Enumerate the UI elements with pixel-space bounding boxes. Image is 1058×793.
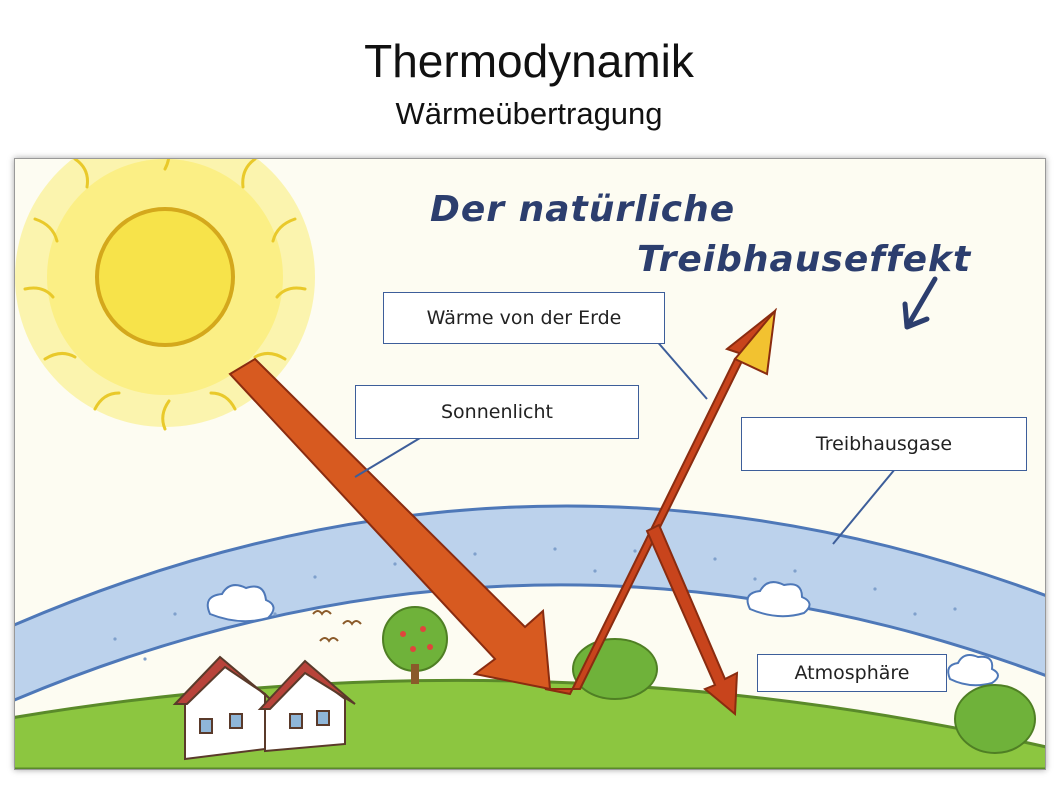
slide-subtitle: Wärmeübertragung <box>395 96 663 131</box>
earth <box>15 606 1045 769</box>
diagram-heading-line1: Der natürliche <box>430 189 736 230</box>
label-greenhouse-gases: Treibhausgase <box>741 417 1027 471</box>
callout-lines <box>354 338 896 545</box>
greenhouse-diagram: Der natürliche Treibhauseffekt Wärme von… <box>14 158 1046 770</box>
heat-arrow <box>544 307 778 696</box>
label-heat-from-earth: Wärme von der Erde <box>383 292 665 344</box>
clouds <box>206 581 999 687</box>
diagram-heading-line2: Treibhauseffekt <box>637 239 972 280</box>
greenhouse-illustration <box>15 159 1045 769</box>
reflected-arrow <box>645 523 739 717</box>
birds <box>312 610 362 643</box>
heading-arrow-icon <box>902 276 938 330</box>
label-sunlight: Sonnenlicht <box>355 385 639 439</box>
slide-title: Thermodynamik <box>364 35 694 87</box>
houses <box>172 655 356 761</box>
sun-icon <box>15 159 315 431</box>
label-atmosphere: Atmosphäre <box>757 654 947 692</box>
sunlight-arrow <box>228 357 552 691</box>
